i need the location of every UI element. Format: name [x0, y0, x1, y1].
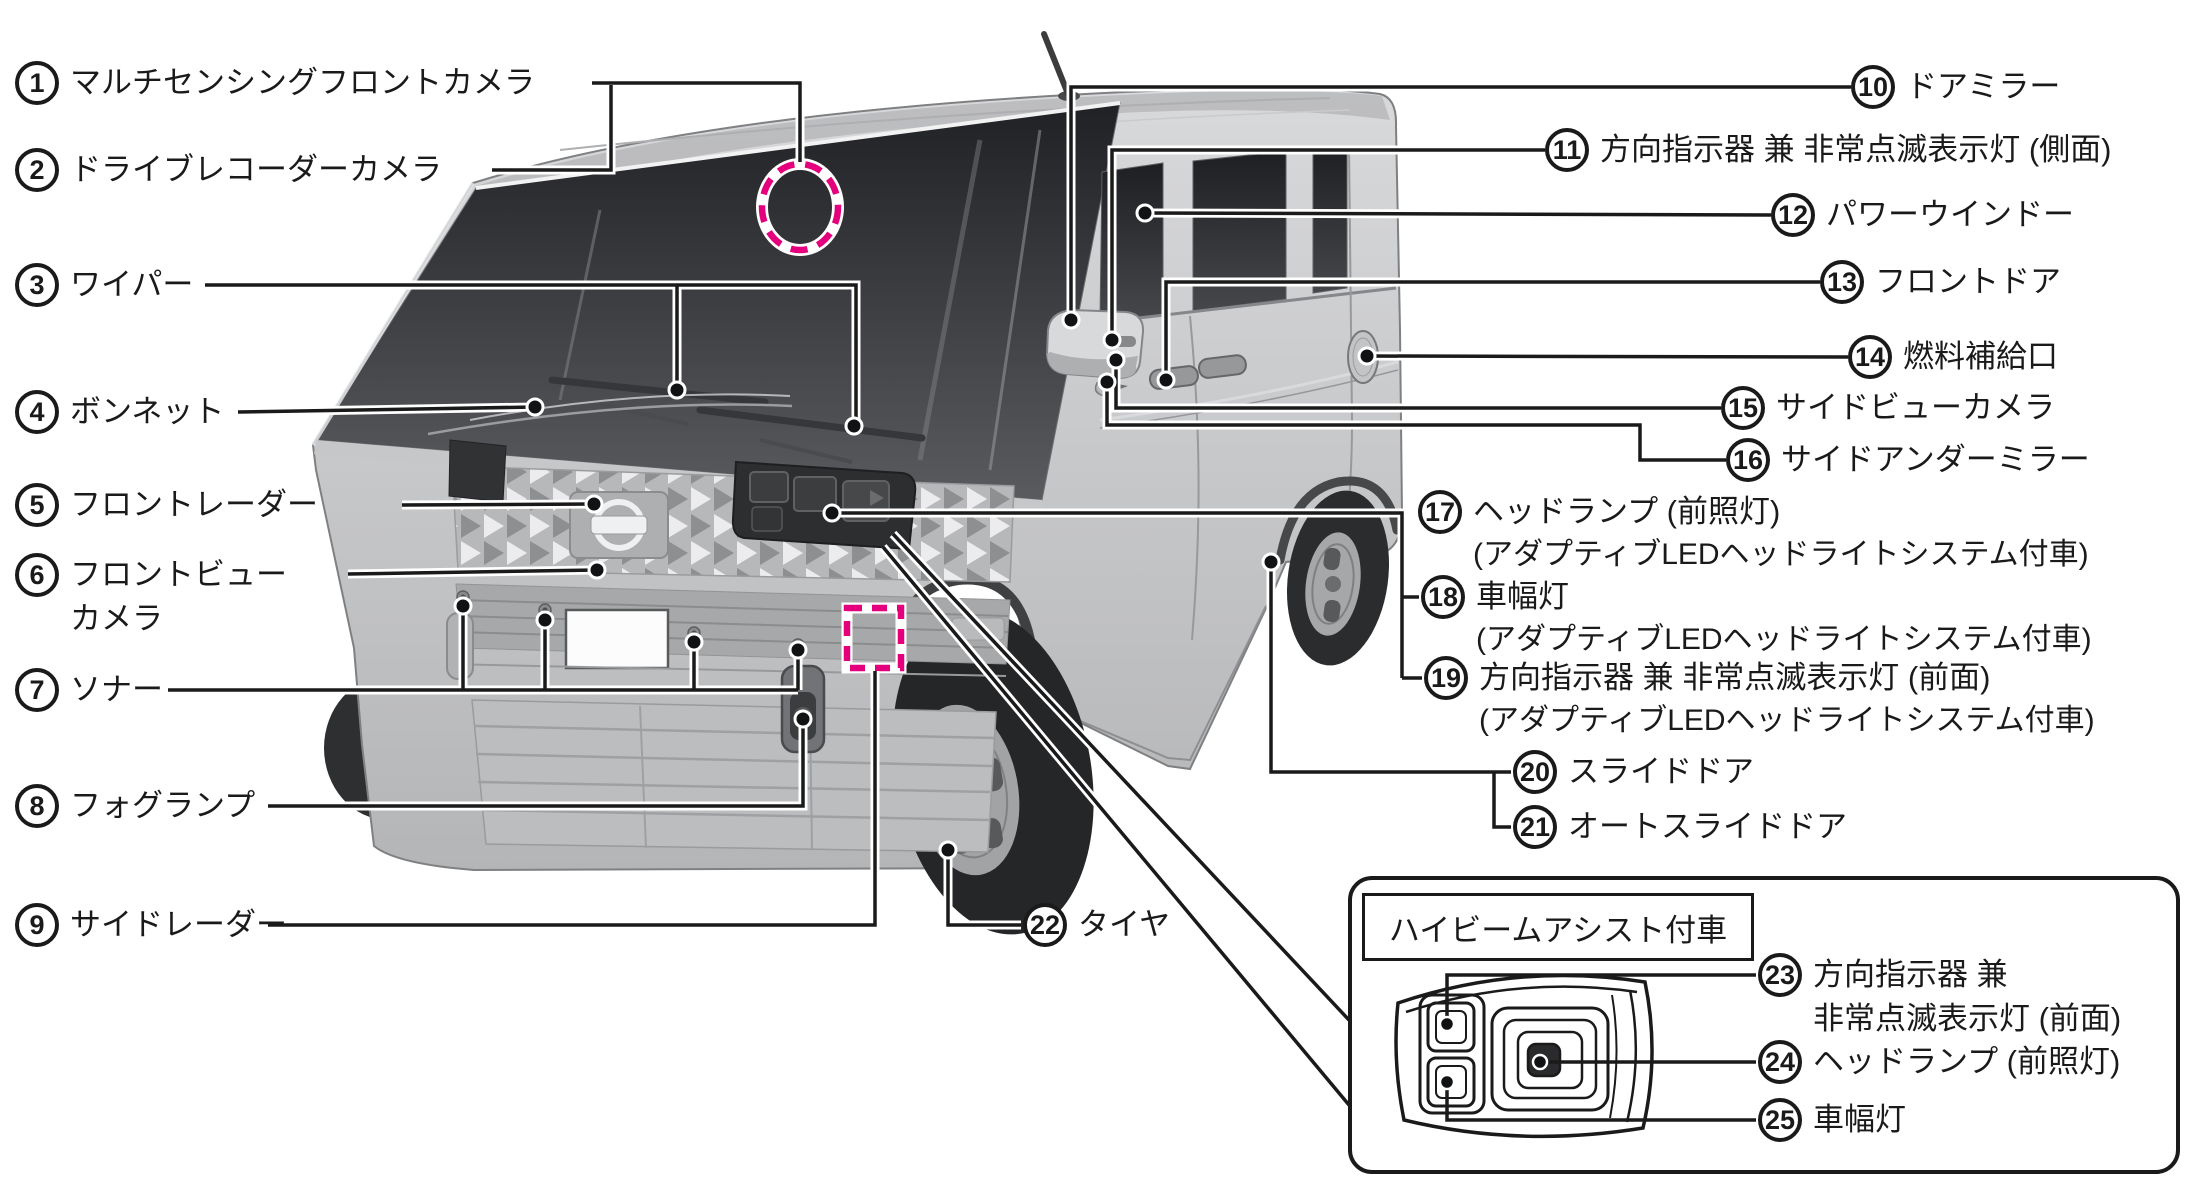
callout-12-power-window: 12 パワーウインドー — [1771, 193, 2074, 237]
callout-number: 25 — [1758, 1098, 1802, 1142]
callout-text: オートスライドドア — [1568, 809, 1847, 844]
callout-17-headlamp: 17 ヘッドランプ (前照灯) (アダプティブLEDヘッドライトシステム付車) — [1418, 490, 2089, 575]
callout-number: 14 — [1848, 335, 1892, 379]
callout-18-clearance-lamp: 18 車幅灯 (アダプティブLEDヘッドライトシステム付車) — [1421, 575, 2092, 660]
callout-number: 1 — [15, 61, 59, 105]
callout-text: フロントレーダー — [70, 487, 318, 522]
callout-number: 16 — [1726, 438, 1770, 482]
callout-note: (アダプティブLEDヘッドライトシステム付車) — [1479, 704, 2095, 737]
leader-dots — [453, 203, 1377, 860]
callout-14-fuel-filler: 14 燃料補給口 — [1848, 335, 2058, 379]
callout-25-inset-clearance-lamp: 25 車幅灯 — [1758, 1098, 1906, 1142]
callout-number: 24 — [1758, 1040, 1802, 1084]
roof — [476, 90, 1390, 200]
leader-lines — [168, 78, 1851, 1108]
callout-number: 17 — [1418, 490, 1462, 534]
callout-4-bonnet: 4 ボンネット — [15, 390, 224, 434]
callout-text: 車幅灯 — [1813, 1102, 1906, 1137]
antenna — [1041, 31, 1071, 97]
callout-note: (アダプティブLEDヘッドライトシステム付車) — [1473, 538, 2089, 571]
inset-title: ハイビームアシスト付車 — [1362, 893, 1754, 961]
callout-number: 10 — [1851, 65, 1895, 109]
callout-text: サイドレーダー — [70, 907, 287, 942]
callout-1-multi-sensing-front-camera: 1 マルチセンシングフロントカメラ — [15, 61, 535, 105]
headlamp-left — [448, 439, 507, 503]
callout-number: 15 — [1721, 386, 1765, 430]
callout-text: ヘッドランプ (前照灯) — [1813, 1044, 2121, 1079]
callout-text: サイドアンダーミラー — [1781, 442, 2090, 477]
callout-7-sonar: 7 ソナー — [15, 668, 163, 712]
callout-text: マルチセンシングフロントカメラ — [70, 65, 535, 100]
callout-text: ドライブレコーダーカメラ — [70, 152, 442, 187]
callout-number: 2 — [15, 148, 59, 192]
callout-number: 3 — [15, 263, 59, 307]
callout-number: 23 — [1758, 953, 1802, 997]
callout-text: ヘッドランプ (前照灯) — [1473, 494, 1781, 529]
callout-number: 4 — [15, 390, 59, 434]
callout-6-front-view-camera: 6 フロントビュー カメラ — [15, 553, 287, 641]
callout-number: 12 — [1771, 193, 1815, 237]
callout-15-side-view-camera: 15 サイドビューカメラ — [1721, 386, 2055, 430]
callout-text: フロントビュー カメラ — [70, 557, 287, 636]
side-radar-marker — [841, 602, 907, 674]
callout-5-front-radar: 5 フロントレーダー — [15, 483, 318, 527]
callout-text: 方向指示器 兼 非常点滅表示灯 (前面) — [1813, 957, 2122, 1036]
callout-11-side-turn-signal: 11 方向指示器 兼 非常点滅表示灯 (側面) — [1545, 128, 2111, 172]
callout-2-drive-recorder-camera: 2 ドライブレコーダーカメラ — [15, 148, 442, 192]
callout-16-side-under-mirror: 16 サイドアンダーミラー — [1726, 438, 2090, 482]
lower-grille — [471, 699, 997, 853]
callout-text: ドアミラー — [1906, 69, 2061, 104]
callout-10-door-mirror: 10 ドアミラー — [1851, 65, 2060, 109]
callout-text: 方向指示器 兼 非常点滅表示灯 (側面) — [1600, 132, 2112, 167]
wipers — [548, 376, 926, 464]
headlamp-detail-drawing — [1394, 973, 1756, 1139]
callout-23-inset-turn-signal: 23 方向指示器 兼 非常点滅表示灯 (前面) — [1758, 953, 2121, 1041]
callout-number: 19 — [1424, 656, 1468, 700]
callout-text: タイヤ — [1078, 907, 1171, 942]
callout-text: ボンネット — [70, 394, 225, 429]
callout-number: 20 — [1513, 750, 1557, 794]
callout-number: 11 — [1545, 128, 1589, 172]
rear-wheel — [1275, 476, 1402, 666]
callout-number: 13 — [1820, 260, 1864, 304]
callout-text: 方向指示器 兼 非常点滅表示灯 (前面) — [1479, 660, 1991, 695]
camera-zone-marker — [756, 158, 844, 256]
callout-22-tire: 22 タイヤ — [1023, 903, 1170, 947]
callout-text: ソナー — [70, 672, 163, 707]
callout-number: 22 — [1023, 903, 1067, 947]
callout-number: 6 — [15, 553, 59, 597]
callout-text: 燃料補給口 — [1903, 339, 2058, 374]
callout-text: サイドビューカメラ — [1776, 390, 2055, 425]
callout-number: 8 — [15, 784, 59, 828]
callout-number: 7 — [15, 668, 59, 712]
callout-number: 18 — [1421, 575, 1465, 619]
callout-number: 9 — [15, 903, 59, 947]
callout-text: パワーウインドー — [1826, 197, 2074, 232]
callout-number: 21 — [1513, 805, 1557, 849]
callout-20-slide-door: 20 スライドドア — [1513, 750, 1754, 794]
callout-9-side-radar: 9 サイドレーダー — [15, 903, 287, 947]
callout-19-front-turn-signal: 19 方向指示器 兼 非常点滅表示灯 (前面) (アダプティブLEDヘッドライト… — [1424, 656, 2095, 741]
headlamp-right — [731, 460, 917, 551]
callout-text: スライドドア — [1568, 754, 1754, 789]
callout-number: 5 — [15, 483, 59, 527]
highbeam-inset-panel — [1348, 876, 2180, 1174]
callout-24-inset-headlamp: 24 ヘッドランプ (前照灯) — [1758, 1040, 2120, 1084]
callout-3-wiper: 3 ワイパー — [15, 263, 193, 307]
callout-21-auto-slide-door: 21 オートスライドドア — [1513, 805, 1847, 849]
callout-text: フロントドア — [1875, 264, 2061, 299]
callout-text: ワイパー — [70, 267, 194, 302]
callout-13-front-door: 13 フロントドア — [1820, 260, 2061, 304]
callout-text: 車幅灯 — [1476, 579, 1569, 614]
callout-text: フォグランプ — [70, 788, 256, 823]
license-plate — [564, 608, 670, 670]
callout-8-fog-lamp: 8 フォグランプ — [15, 784, 255, 828]
callout-note: (アダプティブLEDヘッドライトシステム付車) — [1476, 623, 2092, 656]
